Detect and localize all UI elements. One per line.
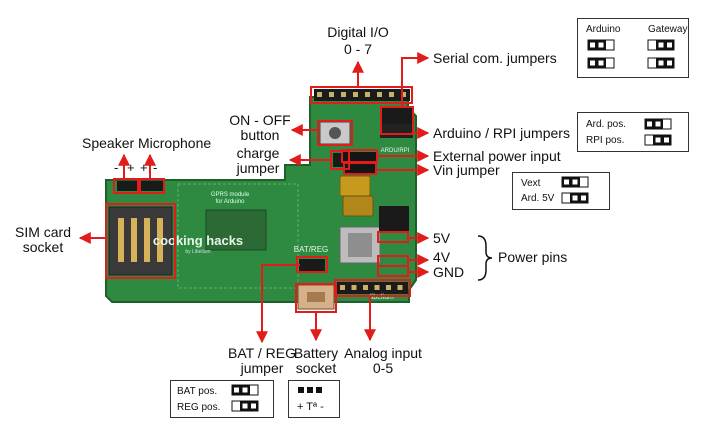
bat-row1: BAT pos.	[177, 386, 218, 397]
label-charge-2: jumper	[236, 160, 280, 176]
label-5v: 5V	[433, 230, 451, 246]
speaker-highlight	[113, 178, 139, 194]
silk-sub: for Arduino	[215, 199, 245, 205]
analog-header	[337, 282, 408, 294]
label-mic-minus: -	[153, 160, 158, 175]
label-speaker-plus: +	[127, 160, 135, 175]
digital-pin	[353, 92, 358, 97]
bat-reg-silk: BAT/REG	[294, 245, 329, 254]
analog-pin	[386, 285, 391, 290]
analog-pin	[374, 285, 380, 290]
label-4v: 4V	[433, 249, 451, 265]
label-digital-io-range: 0 - 7	[343, 41, 372, 57]
sim-contact	[118, 218, 124, 262]
capacitor-1	[339, 175, 371, 197]
sim-contact	[144, 218, 150, 262]
digital-pin	[401, 92, 406, 97]
digital-pin	[341, 92, 346, 97]
vin-legend: Vext Ard. 5V	[512, 172, 610, 210]
serial-legend-col2: Gateway	[648, 24, 688, 35]
arduino-rpi-jumper-block	[380, 124, 413, 138]
ard-rpi-legend: Ard. pos. RPI pos.	[577, 112, 689, 152]
brand-sub: by Libelium	[185, 249, 210, 255]
label-vin-jumper: Vin jumper	[433, 162, 500, 178]
digital-pin	[365, 92, 370, 97]
bat-reg-arrow	[256, 264, 300, 344]
label-digital-io: Digital I/O	[327, 24, 389, 40]
arduino-rpi-arrow	[412, 127, 430, 139]
label-speaker-minus: -	[114, 160, 119, 175]
label-power-pins: Power pins	[498, 249, 568, 265]
on-off-highlight	[317, 120, 353, 146]
label-speaker: Speaker	[82, 135, 135, 151]
jumper-silk: ARDU/RPI	[381, 148, 410, 154]
ard-rpi-row1: Ard. pos.	[586, 119, 627, 130]
label-sim-1: SIM card	[14, 224, 71, 240]
analog-highlight	[334, 279, 411, 297]
silk-title: GPRS module	[211, 192, 250, 198]
brand-text: cooking hacks	[153, 233, 243, 248]
digital-io-highlight	[310, 86, 413, 104]
serial-arrow	[401, 52, 430, 107]
label-microphone: Microphone	[138, 135, 212, 151]
on-off-button-cap	[329, 127, 341, 139]
label-serial-jumpers: Serial com. jumpers	[433, 50, 557, 66]
bat-legend: BAT pos. REG pos.	[170, 380, 274, 418]
vin-row2: Ard. 5V	[521, 193, 555, 204]
main-silk-area	[177, 183, 299, 289]
bat-row2: REG pos.	[177, 402, 221, 413]
digital-pin	[389, 92, 394, 97]
label-charge-1: charge	[236, 145, 280, 161]
battery-legend-label: + Tª -	[297, 401, 324, 413]
label-bat-reg-1: BAT / REG	[228, 345, 296, 361]
label-on-off-1: ON - OFF	[229, 112, 291, 128]
power-pins-brace	[477, 235, 493, 281]
label-battery-1: Battery	[293, 345, 339, 361]
digital-pin	[377, 92, 382, 97]
serial-legend-pins	[578, 19, 688, 77]
ard-rpi-row2: RPI pos.	[586, 135, 625, 146]
gprs-chip	[205, 209, 267, 251]
label-mic-plus: +	[140, 160, 148, 175]
serial-legend-col1: Arduino	[586, 24, 621, 35]
analog-pin	[397, 285, 403, 290]
analog-pin	[363, 285, 368, 290]
capacitor-2	[342, 195, 374, 217]
label-on-off-2: button	[240, 127, 280, 143]
digital-pin	[329, 92, 334, 97]
label-gnd: GND	[433, 264, 465, 280]
serial-highlight	[380, 106, 414, 135]
digital-header	[314, 89, 410, 101]
mic-highlight	[139, 178, 165, 194]
label-arduino-rpi: Arduino / RPI jumpers	[433, 125, 570, 141]
label-analog-2: 0-5	[372, 360, 394, 376]
label-bat-reg-2: jumper	[240, 360, 284, 376]
vin-highlight	[343, 162, 377, 175]
digital-pin	[317, 92, 322, 97]
power-pin-header	[379, 206, 409, 232]
sim-highlight	[105, 203, 176, 279]
serial-jumper-legend: Arduino Gateway	[577, 18, 689, 78]
label-analog-1: Analog input	[344, 345, 422, 361]
analog-pin	[340, 285, 345, 290]
label-ext-power: External power input	[433, 148, 561, 164]
vin-row1: Vext	[521, 178, 541, 189]
label-battery-2: socket	[295, 360, 337, 376]
bat-reg-jumper-body	[299, 259, 325, 271]
battery-legend: + Tª -	[288, 380, 340, 418]
label-sim-2: socket	[22, 239, 64, 255]
analog-pin	[351, 285, 357, 290]
sim-contact	[131, 218, 137, 262]
footer-silk: libelium	[370, 294, 394, 301]
sim-contact	[157, 218, 163, 262]
